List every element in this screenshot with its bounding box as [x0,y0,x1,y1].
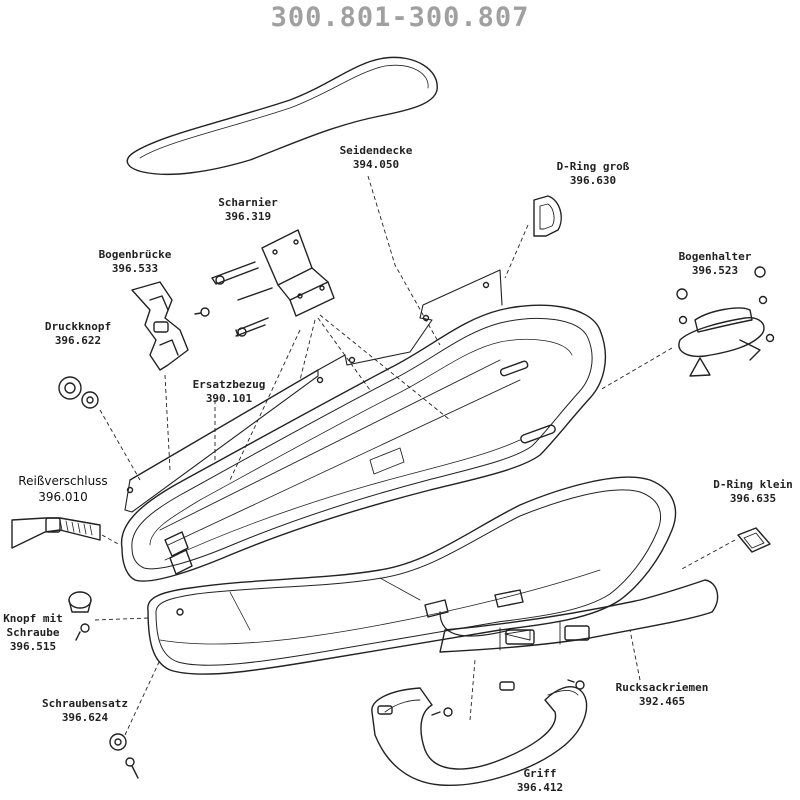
leader-knopf [94,617,149,621]
label-bogenhalter: Bogenhalter 396.523 [665,250,765,278]
snap-button-shape [58,376,82,400]
label-schraubensatz: Schraubensatz 396.624 [30,697,140,725]
label-ersatzbezug: Ersatzbezug 390.101 [174,378,284,406]
hinge-shape [261,229,313,286]
case-bottom [147,476,677,675]
leader-griff [469,659,476,721]
part-number: 396.635 [729,492,777,505]
label-bogenbruecke: Bogenbrücke 396.533 [85,248,185,276]
label-d-ring-gross: D-Ring groß 396.630 [543,160,643,188]
label-druckknopf: Druckknopf 396.622 [28,320,128,348]
leader-bogenhalter [599,347,673,391]
page-title: 300.801-300.807 [270,2,530,33]
leader-scharnier-3 [319,314,451,421]
part-number: 396.630 [569,174,617,187]
part-name: Reißverschluss [18,474,108,488]
leader-d-ring-gross [504,224,529,279]
leader-scharnier-1 [299,319,316,381]
bow-holder-shape [678,317,765,358]
leader-seidendecke [367,175,441,346]
part-name: Knopf mit [3,612,63,625]
part-number: 396.624 [61,711,109,724]
part-number: 396.412 [516,781,564,794]
part-number: 396.515 [9,640,57,653]
part-name-line2: Schraube [6,626,60,639]
part-name: Druckknopf [44,320,112,333]
part-number: 396.319 [224,210,272,223]
part-number: 390.101 [205,392,253,405]
leader-druckknopf [99,409,141,481]
part-number: 396.010 [38,490,88,504]
silk-cover-shape [126,56,438,176]
part-name: D-Ring groß [556,160,630,173]
leader-reissverschluss [101,534,121,546]
label-griff: Griff 396.412 [500,767,580,795]
label-rucksackriemen: Rucksackriemen 392.465 [604,681,720,709]
backpack-strap [439,579,719,653]
leader-d-ring-klein [679,539,736,571]
case-lid [120,304,607,582]
part-number: 396.622 [54,334,102,347]
part-name: D-Ring klein [713,478,793,491]
leader-bogenbruecke [164,374,171,471]
knob-shape [68,591,92,609]
part-number: 396.523 [691,264,739,277]
screw-set-shape [109,733,127,751]
part-number: 392.465 [638,695,686,708]
part-number: 394.050 [352,158,400,171]
part-name: Rucksackriemen [615,681,709,694]
part-name: Schraubensatz [41,697,129,710]
part-name: Bogenbrücke [98,248,172,261]
label-knopf-mit-schraube: Knopf mit Schraube 396.515 [0,612,66,654]
part-name: Griff [523,767,557,780]
label-scharnier: Scharnier 396.319 [203,196,293,224]
d-ring-large [533,195,562,237]
leader-scharnier-2 [317,317,371,391]
leader-rucksackriemen [629,629,641,681]
part-name: Scharnier [218,196,278,209]
label-d-ring-klein: D-Ring klein 396.635 [706,478,800,506]
part-name: Ersatzbezug [192,378,266,391]
label-seidendecke: Seidendecke 394.050 [326,144,426,172]
d-ring-small [737,527,771,553]
replacement-cover-sheet [124,269,503,513]
part-name: Bogenhalter [678,250,752,263]
part-number: 396.533 [111,262,159,275]
part-name: Seidendecke [339,144,413,157]
label-reissverschluss: Reißverschluss 396.010 [4,473,122,505]
bow-bridge-shape [131,281,189,371]
handle-shape [371,686,588,787]
